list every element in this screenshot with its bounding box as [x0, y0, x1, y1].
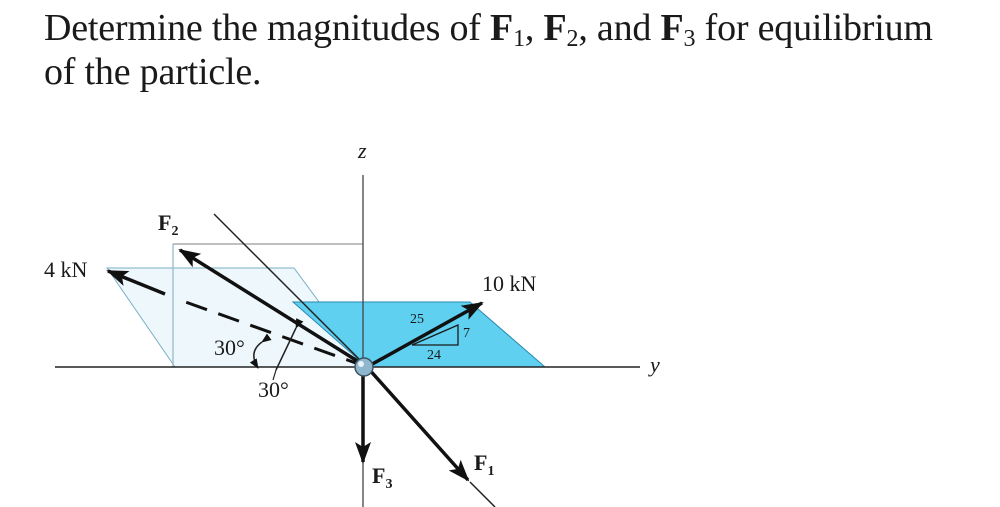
f3-label: F3 [372, 463, 392, 492]
f1-label: F1 [474, 450, 494, 479]
slope-label-24: 24 [427, 348, 441, 363]
f2-subscript: 2 [566, 26, 579, 52]
angle-arc-lower [275, 318, 304, 371]
f2-symbol: F [543, 7, 567, 49]
problem-text-intro: Determine the magnitudes of [44, 7, 491, 49]
problem-line-2: of the particle. [44, 51, 262, 93]
angle-lower-leader [272, 369, 277, 381]
slope-triangle [411, 324, 459, 346]
particle-highlight [358, 361, 364, 367]
problem-text-tail: for equilibrium [695, 7, 933, 49]
f3-subscript: 3 [683, 26, 696, 52]
axis-z-label: z [357, 138, 367, 163]
force-f1-arrow [365, 365, 470, 482]
problem-sep-2: , and [578, 7, 661, 49]
force-4kn-arrow [106, 269, 166, 296]
particle [354, 357, 374, 377]
force-4kn-label: 4 kN [44, 257, 88, 282]
angle-label-lower: 30° [258, 377, 289, 402]
axis-y-label: y [648, 352, 660, 377]
force-f2-arrow [178, 248, 368, 369]
force-10kn-label: 10 kN [482, 271, 537, 296]
f1-symbol: F [490, 7, 514, 49]
angle-label-upper: 30° [214, 335, 245, 360]
slope-label-7: 7 [463, 326, 470, 341]
f2-label: F2 [158, 210, 178, 239]
problem-line-1: Determine the magnitudes of F1, F2, and … [44, 6, 994, 52]
angle-arc-upper [249, 333, 272, 369]
slope-label-25: 25 [410, 312, 424, 327]
problem-sep-1: , [524, 7, 544, 49]
f1-subscript: 1 [513, 26, 525, 52]
reference-diagonal-line [213, 213, 368, 368]
force-10kn-arrow [366, 301, 484, 369]
force-f1-line-extension [469, 481, 496, 507]
problem-statement: Determine the magnitudes of F1, F2, and … [44, 6, 994, 94]
f3-symbol: F [660, 7, 684, 49]
